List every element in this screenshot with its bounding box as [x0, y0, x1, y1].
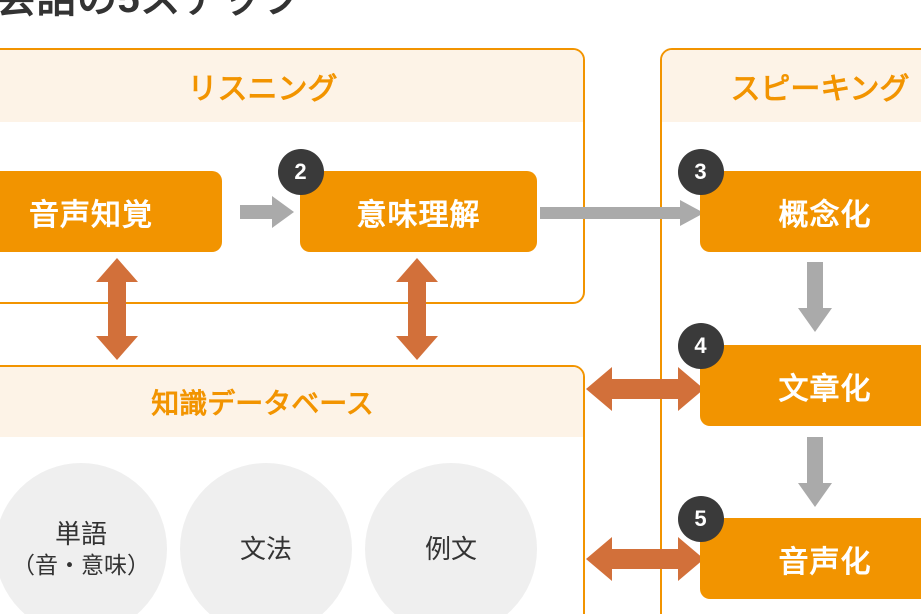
database-item-word[interactable]: 単語 （音・意味） [0, 463, 167, 614]
database-item-grammar[interactable]: 文法 [180, 463, 352, 614]
arrow-database-to-step1-icon [96, 258, 138, 360]
database-item-example-label: 例文 [424, 533, 477, 564]
step-box-3[interactable]: 3 概念化 [678, 149, 921, 252]
arrow-step2-to-step3-icon [540, 200, 704, 226]
arrow-step1-to-step2-icon [240, 196, 294, 228]
arrow-database-to-step2-icon [396, 258, 438, 360]
arrow-step3-to-step4-icon [798, 262, 832, 332]
step-box-2[interactable]: 2 意味理解 [278, 149, 537, 252]
step-badge-4: 4 [678, 323, 724, 369]
step-label-3: 概念化 [778, 198, 872, 232]
step-badge-3: 3 [678, 149, 724, 195]
step-box-1[interactable]: 1 音声知覚 [0, 171, 222, 252]
database-item-word-label: 単語 [54, 519, 107, 550]
step-label-1: 音声知覚 [29, 198, 153, 232]
step-label-2: 意味理解 [356, 198, 481, 232]
step-label-5: 音声化 [778, 545, 872, 579]
database-item-grammar-label: 文法 [239, 533, 292, 564]
arrow-database-to-step4-icon [586, 367, 704, 411]
panel-database-heading: 知識データベース [0, 367, 583, 437]
step-label-4: 文章化 [778, 372, 872, 406]
panel-listening-heading: リスニング [0, 50, 583, 122]
step-box-4[interactable]: 4 文章化 [678, 323, 921, 426]
step-box-5[interactable]: 5 音声化 [678, 496, 921, 599]
arrow-database-to-step5-icon [586, 537, 704, 581]
step-badge-2: 2 [278, 149, 324, 195]
arrow-step4-to-step5-icon [798, 437, 832, 507]
page-title: 会話の5ステップ [0, 0, 302, 24]
database-item-word-sub: （音・意味） [12, 551, 150, 578]
panel-speaking-heading: スピーキング [662, 50, 921, 122]
database-item-example[interactable]: 例文 [365, 463, 537, 614]
step-badge-5: 5 [678, 496, 724, 542]
